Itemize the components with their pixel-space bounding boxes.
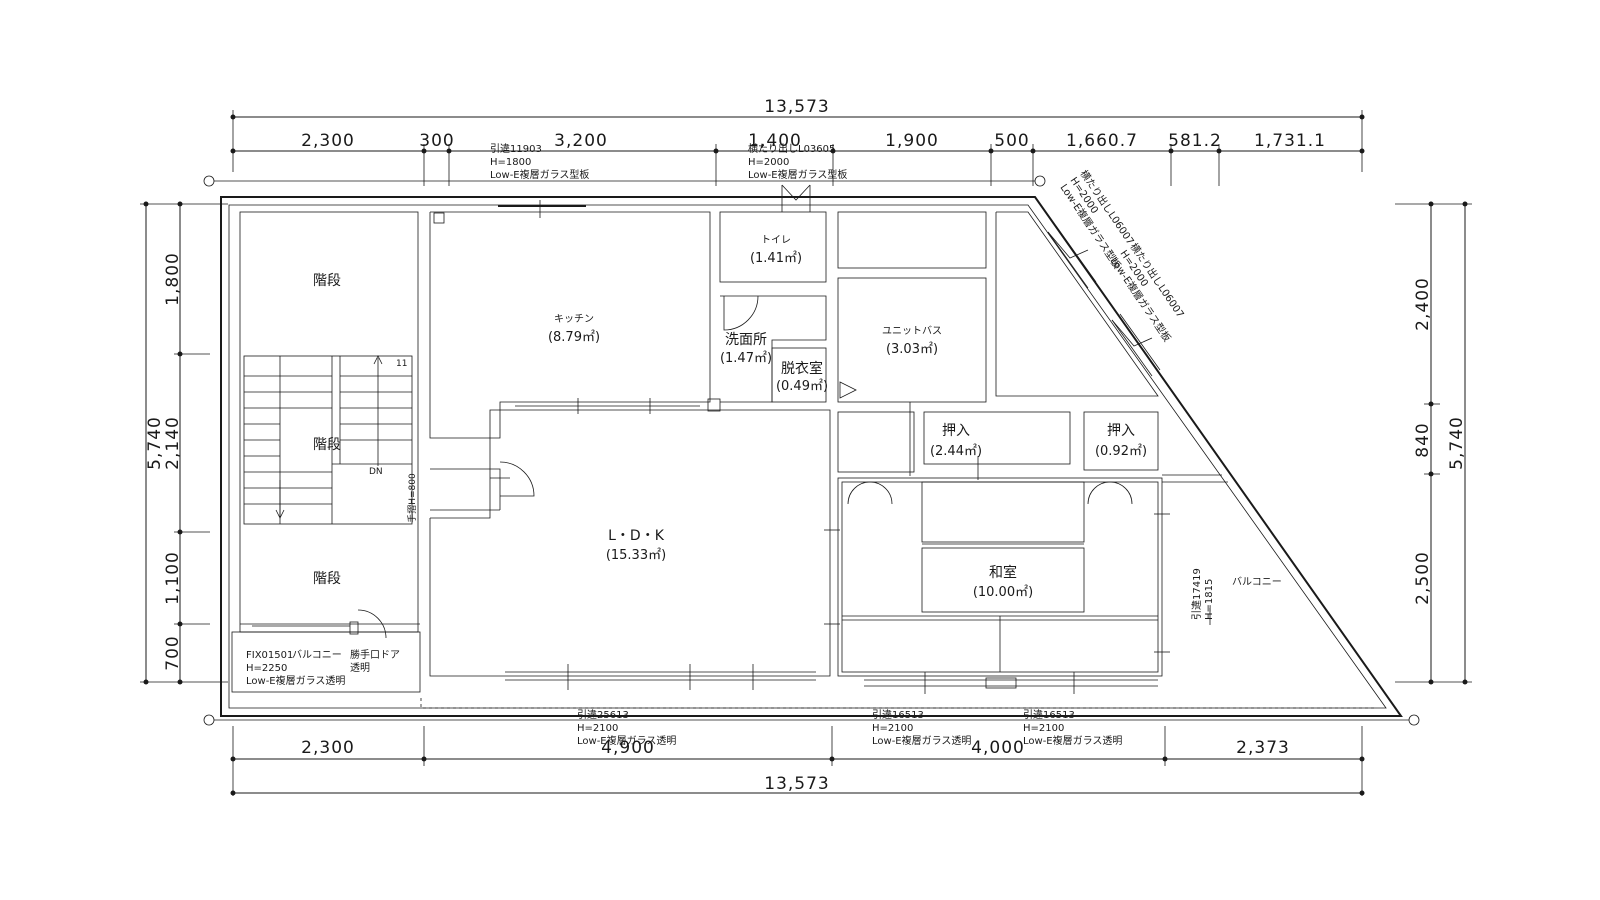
- interior-walls: [231, 184, 1228, 693]
- bottom-window-1-code: 引違25613: [577, 708, 629, 721]
- top-window-2-height: H=2000: [748, 157, 789, 168]
- dim-top-total: 13,573: [764, 97, 829, 117]
- building-outline: [220, 196, 1403, 717]
- closet-1-name: 押入: [942, 423, 970, 439]
- left-window-glass: Low-E複層ガラス透明: [246, 674, 345, 687]
- washroom-area: (1.47㎡): [720, 351, 772, 366]
- top-window-1-glass: Low-E複層ガラス型板: [490, 168, 589, 181]
- bottom-window-1-height: H=2100: [577, 723, 618, 734]
- dim-top-seg-9: 1,731.1: [1254, 131, 1326, 151]
- bottom-window-2-height: H=2100: [872, 723, 913, 734]
- top-window-2-code: 横たり出しL03605: [748, 142, 835, 155]
- right-window-code: 引違17419: [1190, 568, 1203, 620]
- dimension-top-segments: 2,300 300 3,200 1,400 1,900 500 1,660.7 …: [230, 110, 1365, 186]
- bottom-window-3-code: 引違16513: [1023, 708, 1075, 721]
- grid-markers: [203, 175, 1420, 726]
- door-swings: [357, 295, 1133, 639]
- dim-left-seg-1: 1,800: [163, 252, 183, 306]
- bottom-window-3-height: H=2100: [1023, 723, 1064, 734]
- dim-right-seg-2: 840: [1413, 422, 1433, 457]
- dressing-name: 脱衣室: [781, 360, 823, 377]
- kitchen-name: キッチン: [554, 313, 594, 325]
- dim-top-seg-7: 1,660.7: [1066, 131, 1138, 151]
- dimension-bottom-segments: 2,300 4,900 4,000 2,373: [230, 726, 1365, 796]
- stairs-label-mid: 階段: [313, 437, 341, 453]
- handrail-note: 手摺H=800: [406, 473, 418, 523]
- dimension-bottom-total: 13,573: [230, 774, 1365, 796]
- bottom-window-3-glass: Low-E複層ガラス透明: [1023, 734, 1122, 747]
- dimension-left: 5,740 1,800 2,140 1,100 700: [140, 201, 228, 685]
- bottom-window-1-glass: Low-E複層ガラス透明: [577, 734, 676, 747]
- dressing-area: (0.49㎡): [776, 379, 828, 394]
- dim-right-total: 5,740: [1447, 416, 1467, 470]
- kitchen-area: (8.79㎡): [548, 330, 600, 345]
- top-window-2-glass: Low-E複層ガラス型板: [748, 168, 847, 181]
- window-marks: [490, 200, 1211, 694]
- dim-top-seg-5: 1,900: [885, 131, 939, 151]
- right-window-height: H=1815: [1204, 579, 1215, 620]
- dim-bottom-total: 13,573: [764, 774, 829, 794]
- room-labels: キッチン (8.79㎡) トイレ (1.41㎡) 洗面所 (1.47㎡) 脱衣室…: [292, 235, 1282, 661]
- dim-left-seg-4: 700: [163, 635, 183, 670]
- balcony-right-label: バルコニー: [1232, 576, 1282, 588]
- stairs-label-top: 階段: [313, 273, 341, 289]
- washitsu-name: 和室: [989, 564, 1017, 581]
- ldk-area: (15.33㎡): [606, 548, 666, 563]
- dim-left-total: 5,740: [145, 416, 165, 470]
- dim-top-seg-3: 3,200: [554, 131, 608, 151]
- dim-top-seg-2: 300: [419, 131, 454, 151]
- dimension-top-total: 13,573: [230, 97, 1365, 120]
- dim-bottom-seg-4: 2,373: [1236, 738, 1290, 758]
- dim-left-seg-2: 2,140: [163, 416, 183, 470]
- diagonal-windows: [1047, 225, 1161, 377]
- toilet-name: トイレ: [761, 235, 791, 246]
- dim-top-seg-1: 2,300: [301, 131, 355, 151]
- dim-left-seg-3: 1,100: [163, 551, 183, 605]
- unit-bath-area: (3.03㎡): [886, 342, 938, 357]
- back-door-label: 勝手口ドア: [350, 648, 400, 661]
- dim-top-seg-4: 1,400: [748, 131, 802, 151]
- unit-bath-name: ユニットバス: [882, 325, 942, 337]
- left-window-height: H=2250: [246, 663, 287, 674]
- closet-2-name: 押入: [1107, 423, 1135, 439]
- bottom-window-2-code: 引違16513: [872, 708, 924, 721]
- dim-bottom-seg-2: 4,900: [601, 738, 655, 758]
- stair-dn-label: DN: [369, 467, 383, 477]
- toilet-area: (1.41㎡): [750, 251, 802, 266]
- dim-bottom-seg-1: 2,300: [301, 738, 355, 758]
- closet-1-area: (2.44㎡): [930, 444, 982, 459]
- stair-area: 11 DN 階段 階段 階段 手摺H=800: [239, 211, 445, 633]
- bottom-window-2-glass: Low-E複層ガラス透明: [872, 734, 971, 747]
- dim-right-seg-1: 2,400: [1413, 277, 1433, 331]
- dim-bottom-seg-3: 4,000: [971, 738, 1025, 758]
- top-window-1-height: H=1800: [490, 157, 531, 168]
- dim-right-seg-3: 2,500: [1413, 551, 1433, 605]
- top-window-1-code: 引違11903: [490, 142, 542, 155]
- dim-top-seg-6: 500: [994, 131, 1029, 151]
- dim-top-seg-8: 581.2: [1168, 131, 1222, 151]
- washroom-name: 洗面所: [725, 332, 767, 348]
- balcony-left-label: バルコニー: [292, 649, 342, 661]
- stairs-label-bottom: 階段: [313, 571, 341, 587]
- back-door-glass: 透明: [350, 662, 370, 674]
- closet-2-area: (0.92㎡): [1095, 444, 1147, 459]
- washitsu-area: (10.00㎡): [973, 585, 1033, 600]
- ldk-name: L・D・K: [608, 528, 665, 544]
- stair-count: 11: [396, 359, 407, 369]
- left-window-code: FIX01501: [246, 650, 293, 661]
- dimension-right: 2,400 840 2,500 5,740: [1395, 201, 1472, 685]
